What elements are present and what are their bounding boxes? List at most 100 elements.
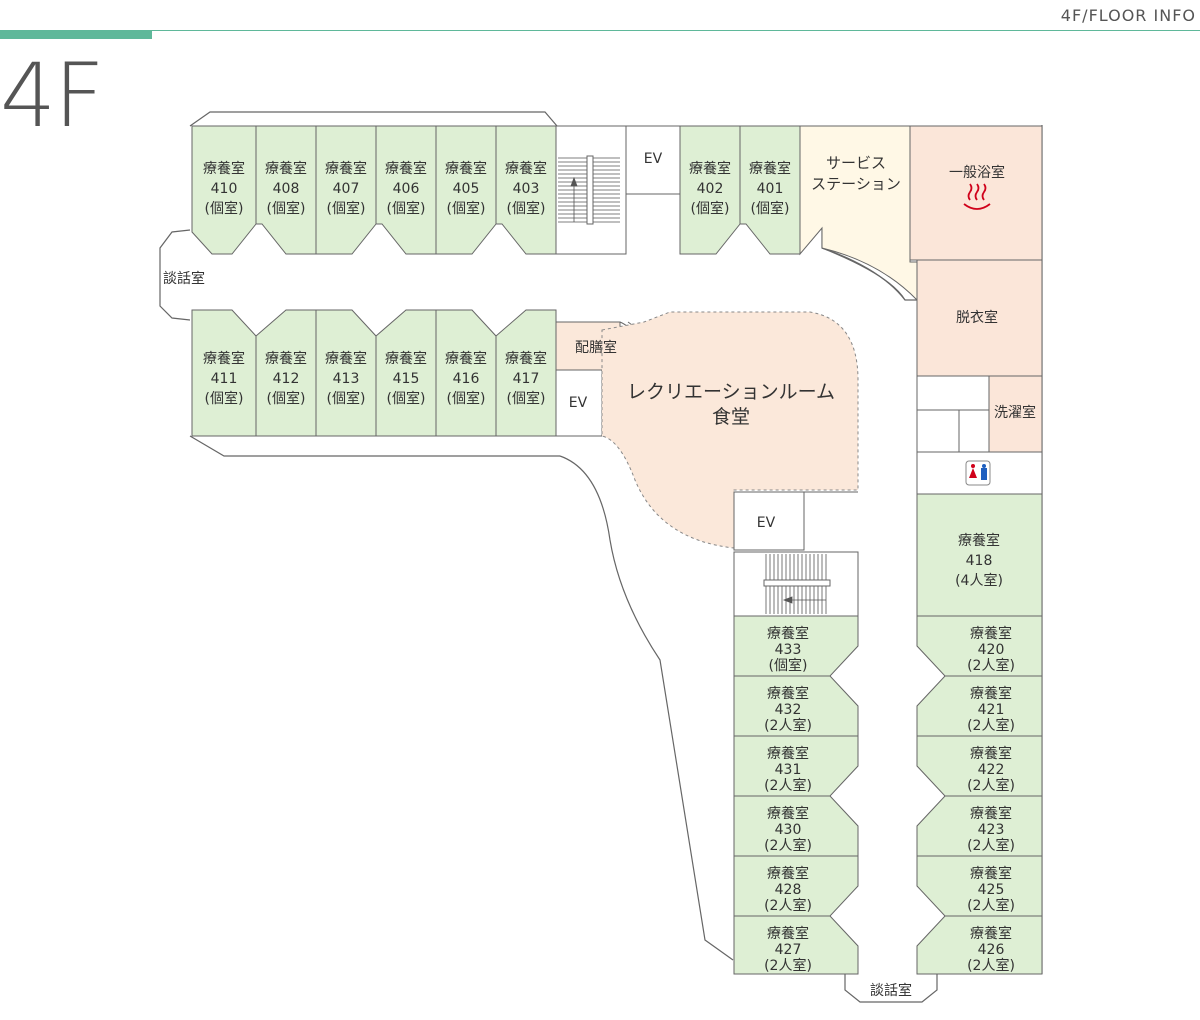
room-422-number: 422 <box>978 762 1005 778</box>
room-411-title: 療養室 <box>203 350 245 367</box>
room-418-title: 療養室 <box>958 532 1000 549</box>
service-station-label-2: ステーション <box>811 175 901 193</box>
facility-labels: EV EV EV サービス ステーション 一般浴室 脱衣室 洗濯室 配膳室 レク… <box>163 151 1036 999</box>
ev-label-top: EV <box>644 151 663 167</box>
room-426-type: (2人室) <box>967 957 1015 974</box>
room-422-title: 療養室 <box>970 745 1012 762</box>
service-station-label-1: サービス <box>826 154 886 172</box>
room-427-title: 療養室 <box>767 925 809 942</box>
section-label: 4F/FLOOR INFO <box>1060 6 1196 25</box>
room-430-number: 430 <box>775 822 802 838</box>
room-417-type: (個室) <box>507 390 546 407</box>
south-left-rooms <box>733 615 859 975</box>
room-430-type: (2人室) <box>764 837 812 854</box>
room-405-type: (個室) <box>447 200 486 217</box>
room-415-title: 療養室 <box>385 350 427 367</box>
dressing-room-label: 脱衣室 <box>956 309 998 326</box>
lounge-label-south: 談話室 <box>870 982 912 999</box>
room-401-title: 療養室 <box>749 160 791 177</box>
hot-spring-icon <box>963 183 991 210</box>
room-433-title: 療養室 <box>767 625 809 642</box>
laundry-label: 洗濯室 <box>994 404 1036 421</box>
room-416-number: 416 <box>453 371 480 387</box>
south-left-labels: 療養室 433 (個室) 療養室 432 (2人室) 療養室 431 (2人室)… <box>764 625 812 974</box>
room-418-type: (4人室) <box>955 572 1003 589</box>
service-station <box>799 125 918 302</box>
room-402-shape <box>679 125 741 255</box>
room-433-shape <box>733 615 859 677</box>
dining-room-area <box>601 311 859 549</box>
room-431-type: (2人室) <box>764 777 812 794</box>
room-432-number: 432 <box>775 702 802 718</box>
room-431-number: 431 <box>775 762 802 778</box>
room-417-title: 療養室 <box>505 350 547 367</box>
room-428-number: 428 <box>775 882 802 898</box>
room-423-title: 療養室 <box>970 805 1012 822</box>
lower-room-labels: 療養室 411 (個室) 療養室 412 (個室) 療養室 413 (個室) 療… <box>203 350 547 407</box>
room-413-number: 413 <box>333 371 360 387</box>
room-421-number: 421 <box>978 702 1005 718</box>
room-422-type: (2人室) <box>967 777 1015 794</box>
room-430-shape <box>733 795 859 857</box>
bath-label: 一般浴室 <box>949 164 1005 181</box>
room-420-number: 420 <box>978 642 1005 658</box>
room-423-type: (2人室) <box>967 837 1015 854</box>
room-412-title: 療養室 <box>265 350 307 367</box>
room-402-title: 療養室 <box>689 160 731 177</box>
room-403-title: 療養室 <box>505 160 547 177</box>
room-413-title: 療養室 <box>325 350 367 367</box>
room-408-number: 408 <box>273 181 300 197</box>
room-405-shape <box>435 125 497 255</box>
room-412-type: (個室) <box>267 390 306 407</box>
room-406-type: (個室) <box>387 200 426 217</box>
room-428-shape <box>733 855 859 917</box>
room-405-number: 405 <box>453 181 480 197</box>
room-427-number: 427 <box>775 942 802 958</box>
room-433-number: 433 <box>775 642 802 658</box>
room-408-title: 療養室 <box>265 160 307 177</box>
room-403-number: 403 <box>513 181 540 197</box>
room-401-type: (個室) <box>751 200 790 217</box>
room-418-number: 418 <box>966 553 993 569</box>
room-431-shape <box>733 735 859 797</box>
room-421-type: (2人室) <box>967 717 1015 734</box>
room-402-type: (個室) <box>691 200 730 217</box>
header-accent-bar <box>0 30 152 39</box>
room-428-type: (2人室) <box>764 897 812 914</box>
stairs-top <box>555 125 681 255</box>
room-428-title: 療養室 <box>767 865 809 882</box>
room-433-type: (個室) <box>769 657 808 674</box>
room-403-type: (個室) <box>507 200 546 217</box>
room-426-title: 療養室 <box>970 925 1012 942</box>
room-421-title: 療養室 <box>970 685 1012 702</box>
room-402-number: 402 <box>697 181 724 197</box>
room-407-number: 407 <box>333 181 360 197</box>
room-411-number: 411 <box>211 371 238 387</box>
room-420-type: (2人室) <box>967 657 1015 674</box>
room-415-number: 415 <box>393 371 420 387</box>
room-425-type: (2人室) <box>967 897 1015 914</box>
room-407-shape <box>315 125 377 255</box>
header-rule <box>0 30 1200 31</box>
top-room-labels: 療養室 410 (個室) 療養室 408 (個室) 療養室 407 (個室) 療… <box>203 160 791 217</box>
room-413-type: (個室) <box>327 390 366 407</box>
room-431-title: 療養室 <box>767 745 809 762</box>
south-right-rooms <box>916 615 1043 975</box>
ev-label-lower: EV <box>757 515 776 531</box>
room-425-number: 425 <box>978 882 1005 898</box>
room-411-type: (個室) <box>205 390 244 407</box>
pantry-label: 配膳室 <box>575 339 617 356</box>
room-408-type: (個室) <box>267 200 306 217</box>
room-410-number: 410 <box>211 181 238 197</box>
room-427-type: (2人室) <box>764 957 812 974</box>
room-410-title: 療養室 <box>203 160 245 177</box>
room-412-number: 412 <box>273 371 300 387</box>
room-418-labels: 療養室 418 (4人室) <box>955 532 1003 589</box>
room-415-type: (個室) <box>387 390 426 407</box>
room-406-number: 406 <box>393 181 420 197</box>
ev-stairs-lower <box>733 491 859 617</box>
room-416-type: (個室) <box>447 390 486 407</box>
room-423-number: 423 <box>978 822 1005 838</box>
top-room-row <box>191 125 801 255</box>
room-410-type: (個室) <box>205 200 244 217</box>
